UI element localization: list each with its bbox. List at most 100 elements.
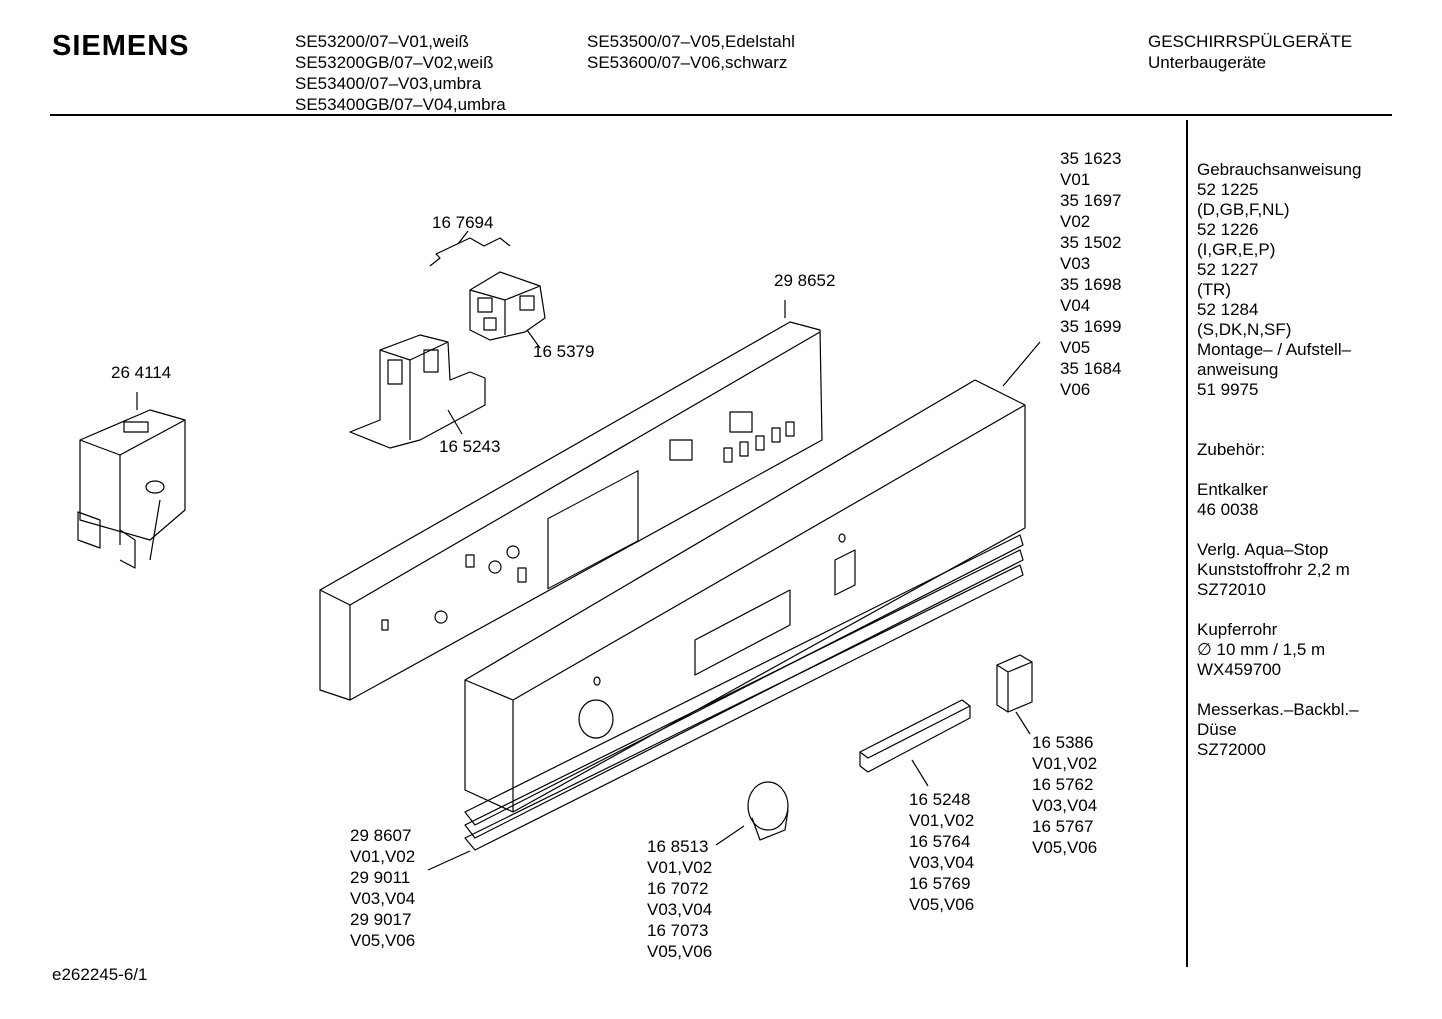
category-title: GESCHIRRSPÜLGERÄTE	[1148, 32, 1353, 51]
brand-logo: SIEMENS	[52, 30, 190, 62]
front-fascia-part	[464, 341, 1041, 813]
note-line: Messerkas.–Backbl.–	[1197, 700, 1359, 719]
part-label-165386: 16 5386 V01,V02 16 5762 V03,V04 16 5767 …	[1032, 732, 1097, 858]
note-line: 46 0038	[1197, 500, 1259, 519]
back-panel-part	[319, 300, 823, 701]
variant: V01,V02	[350, 847, 416, 866]
note-line: (TR)	[1197, 280, 1231, 299]
header-rule	[50, 114, 1392, 116]
part-number: 16 7694	[432, 213, 494, 232]
note-line: 52 1227	[1197, 260, 1259, 279]
part-number: 16 5767	[1032, 817, 1094, 836]
part-number: 16 5769	[909, 874, 971, 893]
variant: V05,V06	[350, 931, 416, 950]
variant: V01,V02	[1032, 754, 1098, 773]
part-number: 29 8652	[774, 271, 836, 290]
category-subtitle: Unterbaugeräte	[1148, 53, 1267, 72]
relay-block-part	[469, 271, 546, 349]
model-list-1: SE53200/07–V01,weiß SE53200GB/07–V02,wei…	[295, 31, 506, 115]
part-label-298607: 29 8607 V01,V02 29 9011 V03,V04 29 9017 …	[350, 825, 415, 951]
variant: V03,V04	[647, 900, 713, 919]
sidebar-rule	[1186, 120, 1188, 967]
variant: V03,V04	[909, 853, 975, 872]
part-number: 16 5243	[439, 437, 501, 456]
note-line: Entkalker	[1197, 480, 1268, 499]
part-label-165379: 16 5379	[533, 341, 594, 362]
note-line: ∅ 10 mm / 1,5 m	[1197, 640, 1326, 659]
model-line: SE53500/07–V05,Edelstahl	[587, 32, 795, 51]
variant: V03,V04	[350, 889, 416, 908]
part-number: 16 5379	[533, 342, 595, 361]
note-line: Montage– / Aufstell–	[1197, 340, 1352, 359]
part-number: 29 8607	[350, 826, 412, 845]
part-number: 16 7072	[647, 879, 709, 898]
note-line: 52 1226	[1197, 220, 1259, 239]
note-line: SZ72010	[1197, 580, 1266, 599]
part-number: 35 1699	[1060, 317, 1122, 336]
model-line: SE53400/07–V03,umbra	[295, 74, 482, 93]
category-heading: GESCHIRRSPÜLGERÄTE Unterbaugeräte	[1148, 31, 1352, 73]
note-line: Kupferrohr	[1197, 620, 1278, 639]
note-line: anweisung	[1197, 360, 1279, 379]
note-line: (S,DK,N,SF)	[1197, 320, 1292, 339]
note-line: 51 9975	[1197, 380, 1259, 399]
part-number: 35 1698	[1060, 275, 1122, 294]
part-number: 29 9011	[350, 868, 411, 887]
model-list-2: SE53500/07–V05,Edelstahl SE53600/07–V06,…	[587, 31, 795, 73]
part-number: 26 4114	[111, 363, 172, 382]
part-number: 16 7073	[647, 921, 709, 940]
variant: V05	[1060, 338, 1091, 357]
note-line: 52 1284	[1197, 300, 1259, 319]
part-number: 35 1623	[1060, 149, 1122, 168]
variant: V05,V06	[1032, 838, 1098, 857]
note-line: Zubehör:	[1197, 440, 1266, 459]
cover-strip-part	[859, 699, 971, 787]
note-line: (I,GR,E,P)	[1197, 240, 1276, 259]
part-number: 35 1502	[1060, 233, 1122, 252]
part-number: 16 5248	[909, 790, 971, 809]
model-line: SE53400GB/07–V04,umbra	[295, 95, 506, 114]
seal-strip-part	[427, 534, 1024, 871]
part-label-168513: 16 8513 V01,V02 16 7072 V03,V04 16 7073 …	[647, 836, 712, 962]
part-label-fascia: 35 1623 V01 35 1697 V02 35 1502 V03 35 1…	[1060, 148, 1121, 400]
part-label-165243: 16 5243	[439, 436, 500, 457]
part-label-264114: 26 4114	[111, 362, 171, 383]
part-number: 35 1684	[1060, 359, 1122, 378]
part-label-165248: 16 5248 V01,V02 16 5764 V03,V04 16 5769 …	[909, 789, 974, 915]
sidebar-notes: Gebrauchsanweisung 52 1225 (D,GB,F,NL) 5…	[1197, 160, 1361, 760]
variant: V01	[1060, 170, 1091, 189]
variant: V06	[1060, 380, 1091, 399]
note-line: Kunststoffrohr 2,2 m	[1197, 560, 1350, 579]
part-number: 16 8513	[647, 837, 709, 856]
button-cap-part	[996, 654, 1033, 735]
bracket-part	[349, 334, 486, 449]
note-line: (D,GB,F,NL)	[1197, 200, 1290, 219]
part-label-298652: 29 8652	[774, 270, 835, 291]
variant: V01,V02	[909, 811, 975, 830]
note-line: SZ72000	[1197, 740, 1266, 759]
variant: V03	[1060, 254, 1091, 273]
part-number: 29 9017	[350, 910, 412, 929]
note-line: Gebrauchsanweisung	[1197, 160, 1362, 179]
model-line: SE53600/07–V06,schwarz	[587, 53, 788, 72]
electronic-module-part	[77, 392, 186, 569]
note-line: 52 1225	[1197, 180, 1259, 199]
variant: V01,V02	[647, 858, 713, 877]
note-line: WX459700	[1197, 660, 1282, 679]
exploded-parts-drawing	[77, 230, 1041, 871]
part-label-167694: 16 7694	[432, 212, 493, 233]
variant: V02	[1060, 212, 1091, 231]
part-number: 35 1697	[1060, 191, 1122, 210]
part-number: 16 5764	[909, 832, 971, 851]
variant: V05,V06	[647, 942, 713, 961]
part-number: 16 5386	[1032, 733, 1094, 752]
variant: V05,V06	[909, 895, 975, 914]
note-line: Verlg. Aqua–Stop	[1197, 540, 1329, 559]
model-line: SE53200/07–V01,weiß	[295, 32, 469, 51]
document-id: e262245-6/1	[52, 965, 148, 984]
part-number: 16 5762	[1032, 775, 1094, 794]
spring-clip-part	[429, 230, 511, 267]
variant: V04	[1060, 296, 1091, 315]
note-line: Düse	[1197, 720, 1237, 739]
model-line: SE53200GB/07–V02,weiß	[295, 53, 494, 72]
